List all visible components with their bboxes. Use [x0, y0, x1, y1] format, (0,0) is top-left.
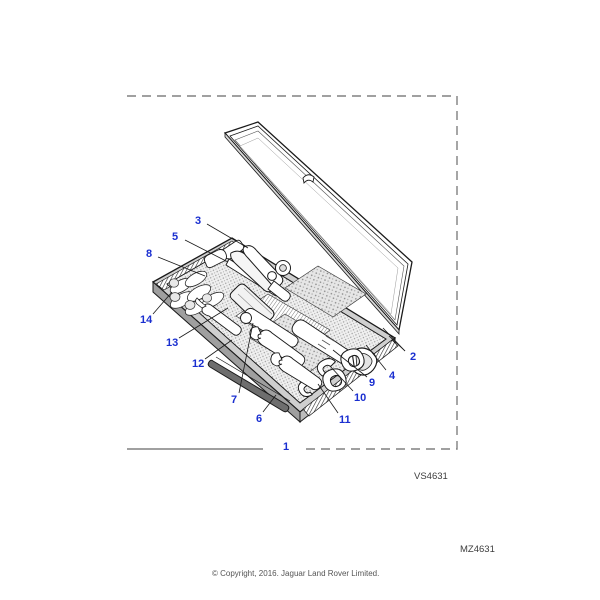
callout-6: 6 [256, 413, 263, 425]
callout-5: 5 [172, 231, 179, 243]
tool-set [195, 239, 378, 413]
callout-13: 13 [166, 337, 179, 349]
callout-leaders [152, 223, 406, 414]
callout-8: 8 [146, 248, 153, 260]
callout-2: 2 [410, 351, 417, 363]
callout-12: 12 [192, 358, 205, 370]
callout-14: 14 [140, 314, 153, 326]
figure-code-vs: VS4631 [414, 471, 448, 482]
callout-3: 3 [195, 215, 202, 227]
callout-10: 10 [354, 392, 367, 404]
callout-4: 4 [389, 370, 396, 382]
figure-code-mz: MZ4631 [460, 544, 495, 555]
callout-7: 7 [231, 394, 238, 406]
callout-1: 1 [280, 442, 293, 453]
case-lid [223, 121, 413, 336]
copyright-notice: © Copyright, 2016. Jaguar Land Rover Lim… [212, 569, 380, 578]
callout-9: 9 [369, 377, 376, 389]
callout-11: 11 [339, 414, 351, 426]
figure-frame [127, 95, 458, 450]
